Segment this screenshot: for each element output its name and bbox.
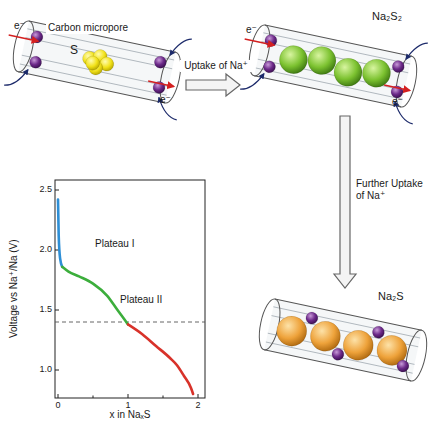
pore-end — [392, 54, 420, 109]
sodium-uptake-arrow — [406, 39, 428, 62]
discharge-curve — [128, 324, 193, 394]
axis-title: Voltage vs Na⁺/Na (V) — [8, 199, 20, 379]
electron-arrow — [9, 35, 38, 41]
y-tick — [55, 370, 59, 371]
pore-body — [254, 25, 412, 107]
sodium-ion — [153, 55, 167, 69]
electron-label: e⁻ — [14, 20, 25, 32]
y-tick — [55, 190, 59, 191]
sodium-ion — [305, 311, 319, 325]
tick-label: 0 — [55, 400, 60, 410]
pore-body — [264, 299, 422, 381]
sodium-ion — [28, 55, 42, 69]
tick-label: 2.0 — [39, 244, 52, 254]
sodium-ion — [30, 30, 44, 44]
electron-arrow — [384, 85, 409, 90]
pore-wall-line — [22, 55, 169, 86]
tick-label: 1.0 — [39, 364, 52, 374]
discharge-curve — [62, 267, 128, 325]
pore-body — [18, 21, 176, 103]
sodium-uptake-arrow — [240, 70, 264, 94]
tick-label: 2 — [195, 400, 200, 410]
voltage-chart — [55, 180, 205, 398]
micropore-cylinder — [234, 6, 429, 126]
sodium-uptake-arrow — [4, 66, 28, 90]
na2s2-sphere — [360, 57, 393, 90]
edge-label: Uptake of Na⁺ — [180, 60, 252, 72]
sodium-ion — [262, 60, 276, 74]
axis-title: x in NaₓS — [109, 409, 150, 421]
x-tick — [93, 396, 94, 399]
x-tick — [198, 394, 199, 398]
na2s-sphere — [274, 313, 310, 349]
tick-label: 1.5 — [39, 304, 52, 314]
process-arrow — [186, 74, 240, 96]
part-label: Carbon micropore — [46, 22, 130, 34]
edge-label: Further Uptake of Na⁺ — [356, 178, 428, 201]
y-tick — [55, 310, 59, 311]
sulfur-atom — [84, 55, 101, 72]
micropore-cylinder — [0, 2, 194, 122]
electron-label: e⁻ — [160, 94, 171, 106]
x-tick — [128, 394, 129, 398]
species-label: Na₂S — [378, 290, 404, 303]
sodium-uptake-arrow — [170, 35, 192, 58]
sodium-ion — [371, 325, 385, 339]
micropore-node: Na₂S — [256, 288, 428, 388]
species-label: Na₂S₂ — [372, 10, 402, 23]
micropore-cylinder — [255, 297, 430, 383]
na2s2-sphere — [277, 43, 310, 76]
dashed-divider — [55, 322, 205, 323]
sodium-ion — [396, 359, 410, 373]
x-tick — [58, 394, 59, 398]
sodium-ion — [264, 33, 278, 47]
na2s2-sphere — [305, 44, 338, 77]
sodium-ion — [331, 347, 345, 361]
electron-arrow — [245, 39, 274, 45]
na2s-sphere — [340, 327, 376, 363]
plateau-label: Plateau I — [95, 238, 134, 250]
electron-label: e⁻ — [246, 24, 257, 36]
tick-label: 2.5 — [39, 184, 52, 194]
electron-label: e⁻ — [392, 96, 403, 108]
plot-frame — [55, 180, 205, 398]
na2s2-sphere — [331, 56, 364, 89]
micropore-node: Carbon microporeS — [8, 10, 186, 110]
pore-wall — [29, 21, 176, 52]
plateau-label: Plateau II — [120, 294, 162, 306]
x-tick — [163, 396, 164, 399]
pore-wall — [18, 72, 165, 103]
species-label: S — [70, 44, 78, 58]
process-arrow — [334, 116, 356, 288]
electron-arrow — [148, 81, 173, 86]
sodium-ion — [391, 59, 405, 73]
tick-label: 1 — [125, 400, 130, 410]
discharge-curve — [58, 200, 62, 267]
pore-end — [402, 328, 430, 383]
